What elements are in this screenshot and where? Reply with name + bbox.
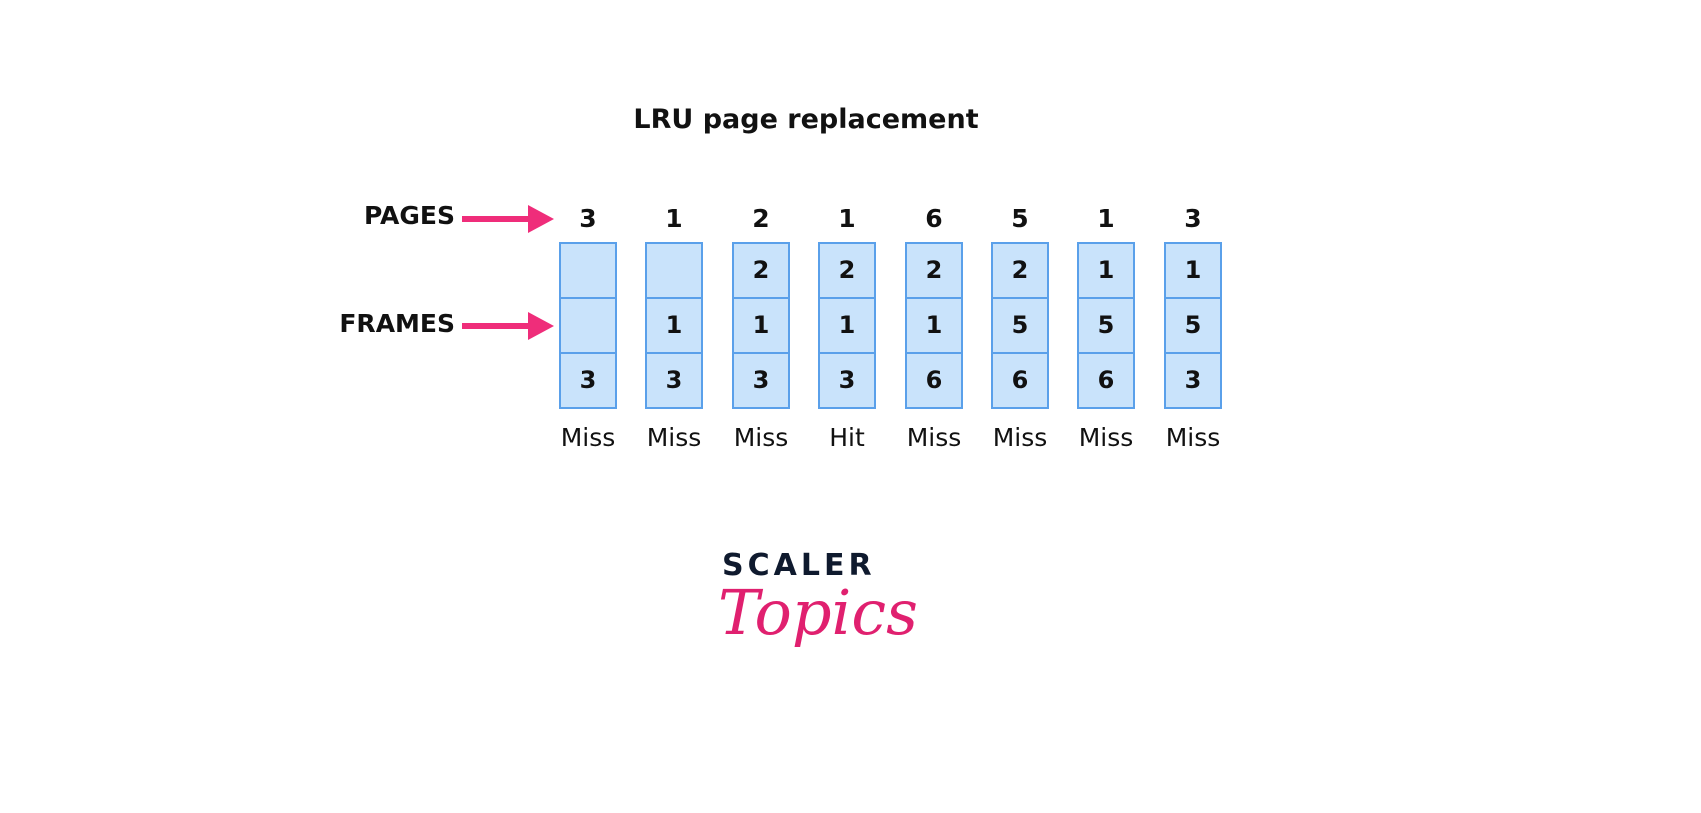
frame-cell: 3 [647, 352, 701, 407]
frame-cell: 1 [647, 297, 701, 352]
frame-cell: 1 [734, 297, 788, 352]
frame-cell: 5 [1166, 297, 1220, 352]
frame-cell [561, 244, 615, 297]
pages-label: PAGES [364, 201, 455, 230]
logo-scaler-text: SCALER [722, 548, 876, 583]
page-reference: 1 [1097, 204, 1115, 233]
frames-arrow-icon [462, 312, 554, 340]
page-reference: 3 [1184, 204, 1202, 233]
frame-cell: 1 [907, 297, 961, 352]
frame-stack: 3 [559, 242, 617, 409]
frame-cell [647, 244, 701, 297]
logo-topics-text: Topics [718, 576, 918, 649]
page-reference: 6 [925, 204, 943, 233]
result-label: Hit [829, 423, 865, 452]
result-label: Miss [560, 423, 616, 452]
diagram-title: LRU page replacement [633, 104, 979, 135]
pages-arrow-icon [462, 205, 554, 233]
frame-cell: 3 [1166, 352, 1220, 407]
result-label: Miss [646, 423, 702, 452]
frame-cell: 3 [820, 352, 874, 407]
result-label: Miss [1165, 423, 1221, 452]
result-label: Miss [733, 423, 789, 452]
frame-cell: 2 [838, 256, 856, 284]
scaler-topics-logo: SCALER Topics [700, 548, 940, 678]
frame-cell: 1 [820, 297, 874, 352]
frame-cell: 1 [1097, 256, 1115, 284]
result-label: Miss [1078, 423, 1134, 452]
frame-cell: 3 [734, 352, 788, 407]
page-reference: 5 [1011, 204, 1029, 233]
page-reference: 2 [752, 204, 770, 233]
frame-cell: 3 [561, 352, 615, 407]
result-label: Miss [992, 423, 1048, 452]
frame-cell [561, 297, 615, 352]
result-label: Miss [906, 423, 962, 452]
frame-cell: 2 [925, 256, 943, 284]
frame-cell: 1 [1184, 256, 1202, 284]
frame-cell: 6 [907, 352, 961, 407]
frame-cell: 6 [993, 352, 1047, 407]
frame-cell: 5 [993, 297, 1047, 352]
frames-label: FRAMES [339, 309, 455, 338]
frame-cell: 5 [1079, 297, 1133, 352]
page-reference: 3 [579, 204, 597, 233]
frame-cell: 2 [752, 256, 770, 284]
page-reference: 1 [838, 204, 856, 233]
frame-cell: 6 [1079, 352, 1133, 407]
frame-cell: 2 [1011, 256, 1029, 284]
page-reference: 1 [665, 204, 683, 233]
